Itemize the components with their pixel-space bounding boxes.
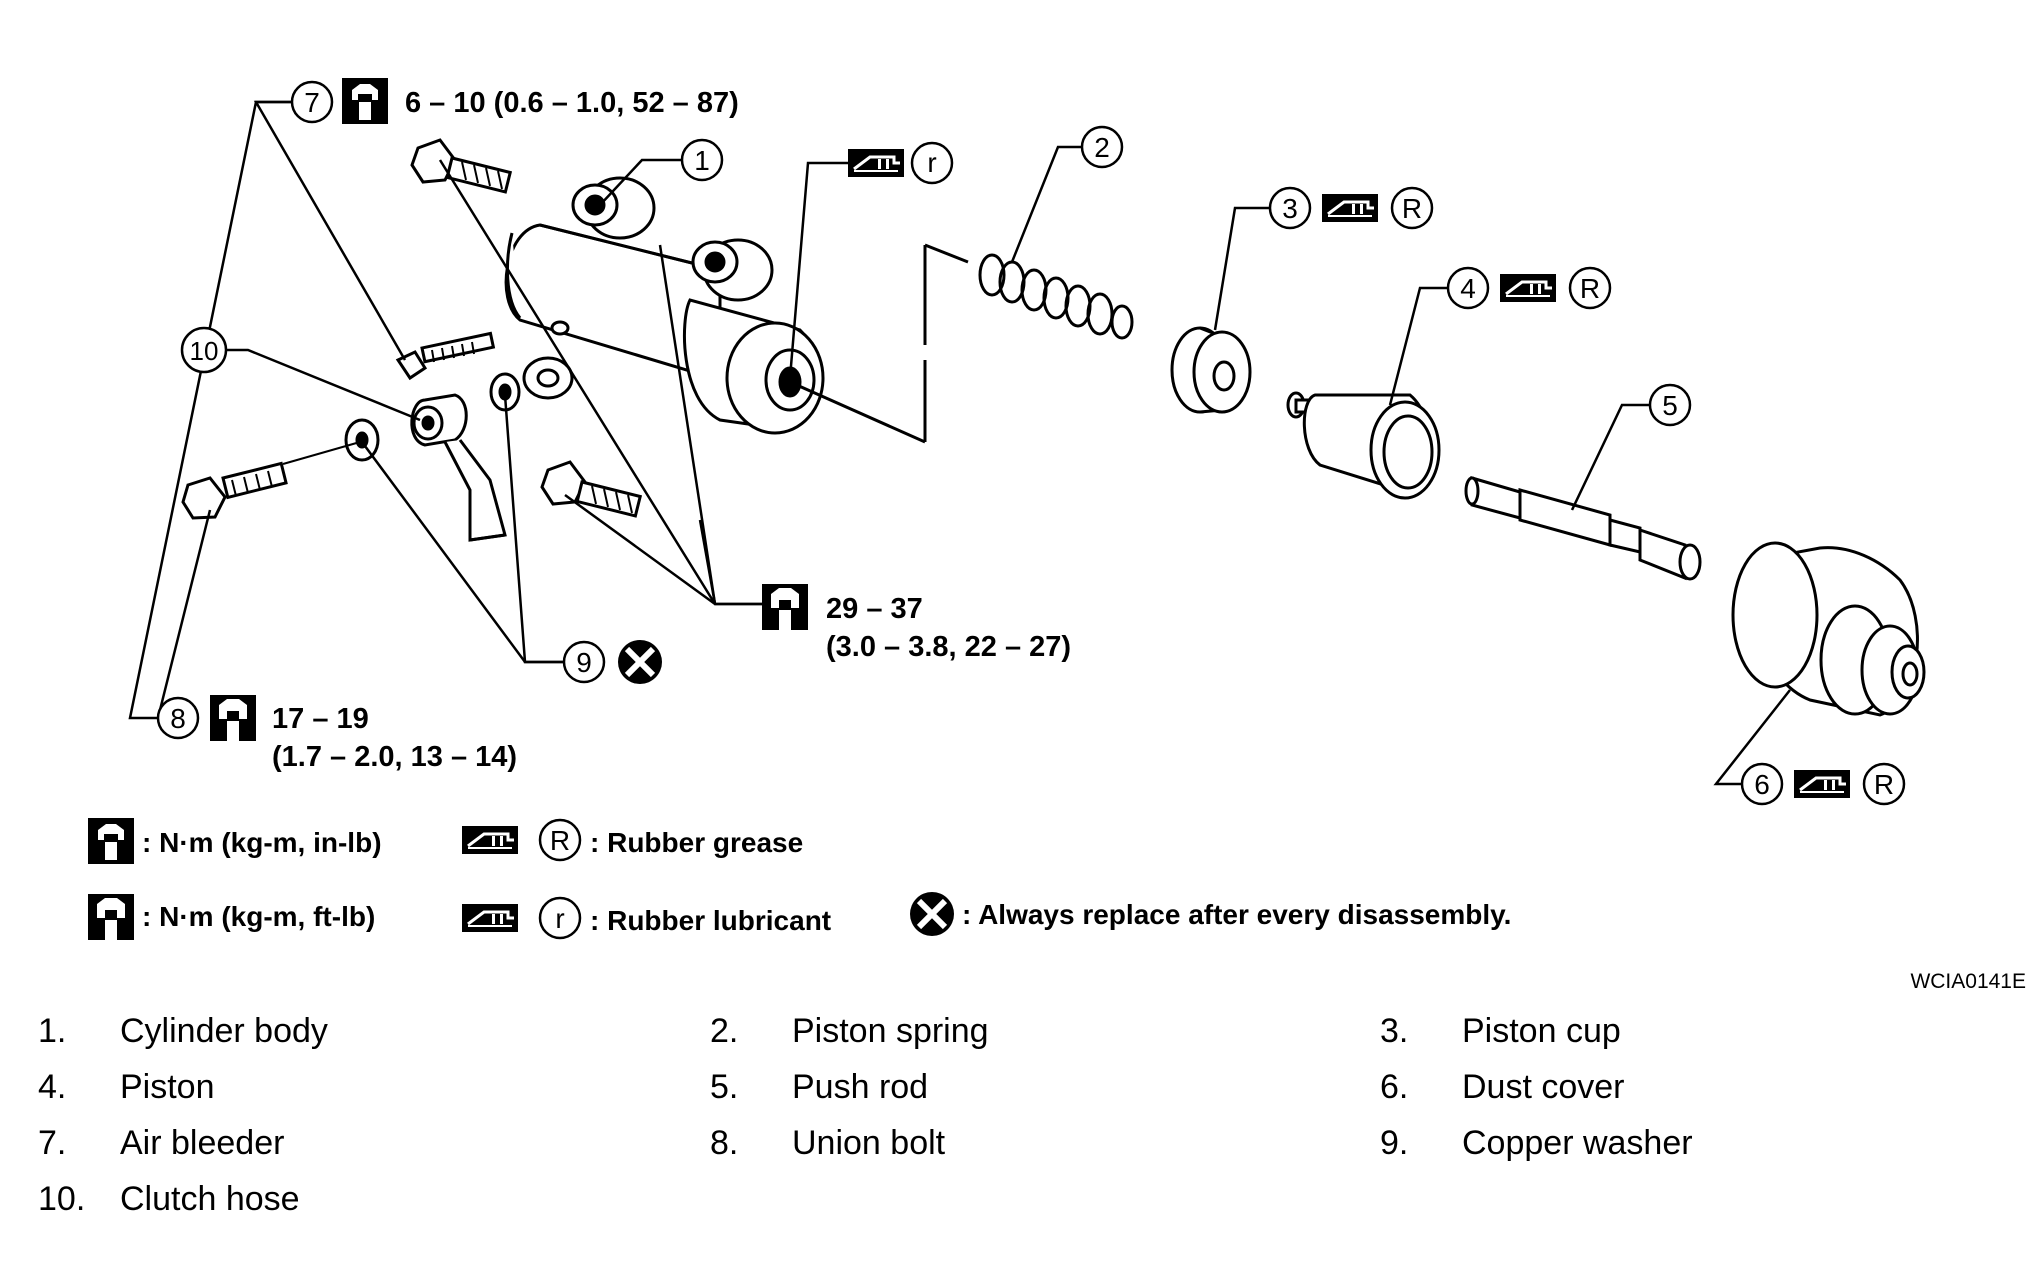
part-number: 8. xyxy=(710,1124,739,1162)
cylinder-bolt-lower xyxy=(540,460,643,518)
callout-3: 3 xyxy=(1282,193,1298,224)
part-name: Clutch hose xyxy=(120,1180,300,1218)
torque-air-bleeder: 6 – 10 (0.6 – 1.0, 52 – 87) xyxy=(405,87,739,119)
callout-6: 6 xyxy=(1754,769,1770,800)
callout-8: 8 xyxy=(170,703,186,734)
copper-washers-drawing xyxy=(344,372,521,462)
callout-4: 4 xyxy=(1460,273,1476,304)
part-name: Piston spring xyxy=(792,1012,989,1050)
figure-code: WCIA0141E xyxy=(1910,970,2026,993)
cylinder-body-drawing xyxy=(504,176,825,435)
part-number: 10. xyxy=(38,1180,86,1218)
legend-rubber-grease: : Rubber grease xyxy=(590,827,803,858)
part-number: 5. xyxy=(710,1068,739,1106)
torque-union-bolt-line2: (1.7 – 2.0, 13 – 14) xyxy=(272,741,517,773)
replace-x-icon xyxy=(910,892,954,936)
rubber-lubricant-symbol: r xyxy=(555,903,564,934)
rubber-grease-symbol: R xyxy=(550,825,570,856)
cylinder-bolt-upper xyxy=(410,138,513,194)
part-name: Cylinder body xyxy=(120,1012,328,1050)
part-name: Piston cup xyxy=(1462,1012,1621,1050)
legend-torque-in-lb: : N·m (kg-m, in-lb) xyxy=(142,827,382,858)
exploded-view-diagram: 7 1 2 3 4 5 6 8 9 10 6 – 10 (0.6 – 1.0, … xyxy=(88,78,2026,993)
callout-1: 1 xyxy=(694,145,710,176)
part-name: Piston xyxy=(120,1068,215,1106)
part-name: Dust cover xyxy=(1462,1068,1625,1106)
leader-lines xyxy=(128,100,1791,786)
parts-list: 1. Cylinder body 2. Piston spring 3. Pis… xyxy=(0,1000,2042,1260)
grease-gun-icon xyxy=(1320,192,1380,224)
callout-2: 2 xyxy=(1094,132,1110,163)
callout-9: 9 xyxy=(576,647,592,678)
assembly-axis xyxy=(789,243,969,444)
grease-gun-icon xyxy=(1498,272,1558,304)
torque-body-bolt-line2: (3.0 – 3.8, 22 – 27) xyxy=(826,631,1071,663)
part-number: 7. xyxy=(38,1124,67,1162)
union-bolt-drawing xyxy=(181,441,361,520)
push-rod-drawing xyxy=(1464,476,1702,581)
torque-union-bolt-line1: 17 – 19 xyxy=(272,703,369,735)
rubber-lubricant-symbol: r xyxy=(927,147,936,178)
torque-wrench-icon xyxy=(762,584,808,630)
callout-10: 10 xyxy=(190,336,219,366)
part-name: Push rod xyxy=(792,1068,929,1106)
piston-cup-drawing xyxy=(1170,326,1252,414)
part-number: 9. xyxy=(1380,1124,1409,1162)
torque-body-bolt-line1: 29 – 37 xyxy=(826,593,923,625)
piston-spring-drawing xyxy=(978,253,1134,340)
part-number: 1. xyxy=(38,1012,67,1050)
piston-drawing xyxy=(1286,391,1441,500)
grease-gun-icon xyxy=(460,824,520,856)
part-number: 3. xyxy=(1380,1012,1409,1050)
rubber-grease-symbol: R xyxy=(1580,273,1600,304)
grease-gun-icon xyxy=(460,902,520,934)
part-name: Copper washer xyxy=(1462,1124,1693,1162)
rubber-grease-symbol: R xyxy=(1402,193,1422,224)
part-name: Union bolt xyxy=(792,1124,946,1162)
replace-x-icon xyxy=(618,640,662,684)
part-number: 4. xyxy=(38,1068,67,1106)
grease-gun-icon xyxy=(1792,768,1852,800)
part-number: 6. xyxy=(1380,1068,1409,1106)
clutch-hose-drawing xyxy=(410,393,507,542)
legend-always-replace: : Always replace after every disassembly… xyxy=(962,899,1511,930)
legend-rubber-lubricant: : Rubber lubricant xyxy=(590,905,831,936)
torque-wrench-icon xyxy=(342,78,388,124)
part-name: Air bleeder xyxy=(120,1124,285,1162)
grease-gun-icon xyxy=(846,147,906,179)
torque-wrench-icon xyxy=(88,894,134,940)
torque-wrench-icon xyxy=(210,695,256,741)
rubber-grease-symbol: R xyxy=(1874,769,1894,800)
legend-torque-ft-lb: : N·m (kg-m, ft-lb) xyxy=(142,901,375,932)
torque-wrench-icon xyxy=(88,818,134,864)
part-number: 2. xyxy=(710,1012,739,1050)
callout-7: 7 xyxy=(304,87,320,118)
dust-cover-drawing xyxy=(1731,541,1926,717)
callout-5: 5 xyxy=(1662,390,1678,421)
